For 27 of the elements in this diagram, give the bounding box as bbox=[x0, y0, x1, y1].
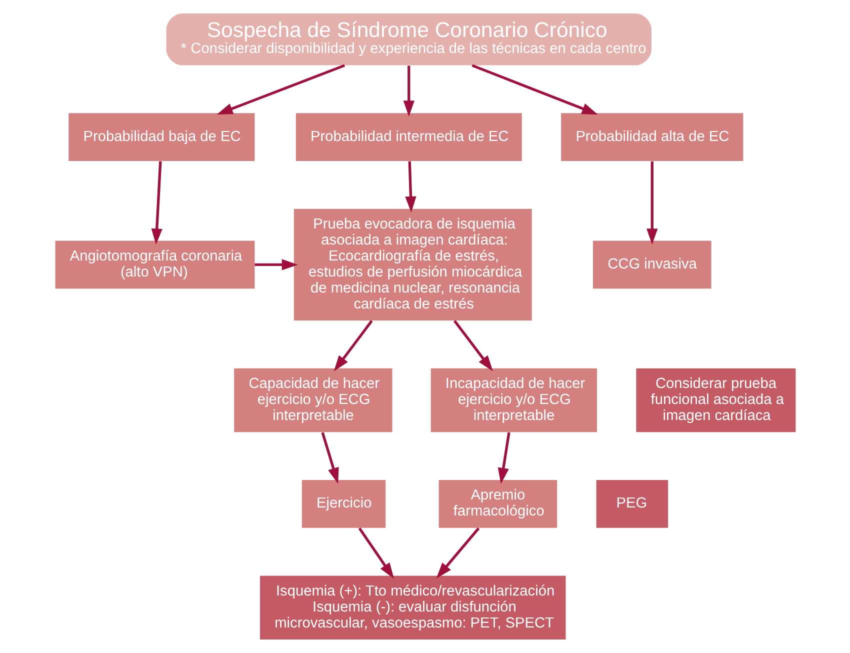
arrow bbox=[254, 259, 298, 270]
arrow bbox=[358, 527, 394, 579]
arrow bbox=[320, 432, 338, 484]
node-box: Angiotomografía coronaria (alto VPN) bbox=[54, 240, 254, 289]
arrow bbox=[333, 320, 372, 372]
arrow bbox=[497, 432, 510, 484]
node-box: Incapacidad de hacer ejercicio y/o ECG interpretable bbox=[430, 368, 596, 432]
arrow bbox=[646, 161, 658, 245]
node-box: Ejercicio bbox=[301, 480, 386, 528]
node-box: Apremio farmacológico bbox=[438, 480, 557, 528]
node-box: Capacidad de hacer ejercicio y/o ECG interpretable bbox=[234, 368, 392, 432]
node-box: CCG invasiva bbox=[592, 240, 711, 289]
node-box: PEG bbox=[596, 480, 668, 528]
arrow bbox=[436, 527, 480, 578]
arrow bbox=[150, 161, 162, 245]
arrow bbox=[452, 320, 492, 372]
node-box: Sospecha de Síndrome Coronario Crónico * Considerar disponibilidad y experiencia de las técnicas en cada centro bbox=[166, 13, 651, 66]
node-box: Probabilidad baja de EC bbox=[68, 113, 254, 162]
node-box: Probabilidad intermedia de EC bbox=[295, 113, 522, 162]
node-box: Isquemia (+): Tto médico/revascularización Isquemia (-): evaluar disfunción microvascular, vasoespasmo: PET, SPECT bbox=[260, 576, 566, 640]
node-box: Probabilidad alta de EC bbox=[560, 113, 743, 162]
arrow bbox=[471, 64, 598, 115]
node-box: Prueba evocadora de isquemia asociada a imagen cardíaca: Ecocardiografía de estrés, estudios de perfusión miocárdica de medicina nuclear, resonancia cardíaca de estrés bbox=[293, 208, 532, 321]
arrow bbox=[404, 161, 416, 212]
node-box: Considerar prueba funcional asociada a imagen cardíaca bbox=[636, 368, 796, 432]
arrow bbox=[402, 66, 414, 117]
arrow bbox=[216, 64, 345, 115]
